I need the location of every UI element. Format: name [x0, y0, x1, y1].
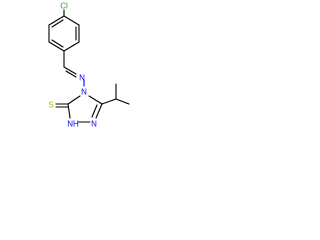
bond	[67, 95, 81, 105]
bond	[115, 98, 130, 105]
chlorine-label: Cl	[60, 2, 68, 11]
bond	[63, 15, 80, 26]
imine-nitrogen-label: N	[79, 74, 85, 83]
thione-sulfur-label: S	[48, 101, 53, 110]
molecule-canvas: Cl N N S NH N	[0, 0, 150, 150]
bond	[88, 95, 103, 105]
ring-nitrogen-2-label: N	[91, 120, 97, 129]
ring-nitrogen-4-label: N	[81, 88, 87, 97]
benzene-ring	[48, 15, 80, 52]
bond	[95, 103, 103, 119]
bond	[48, 15, 65, 26]
ring-nh-label: NH	[67, 120, 79, 129]
molecule-structure: Cl N N S NH N	[48, 2, 130, 129]
bond	[51, 39, 64, 48]
bond	[48, 41, 65, 52]
bond	[91, 104, 98, 118]
triazole-ring	[67, 95, 103, 123]
bond	[63, 66, 77, 75]
bond	[101, 98, 117, 105]
bond	[67, 103, 71, 119]
bond	[63, 41, 80, 52]
bond	[51, 19, 64, 28]
bond	[65, 70, 77, 78]
